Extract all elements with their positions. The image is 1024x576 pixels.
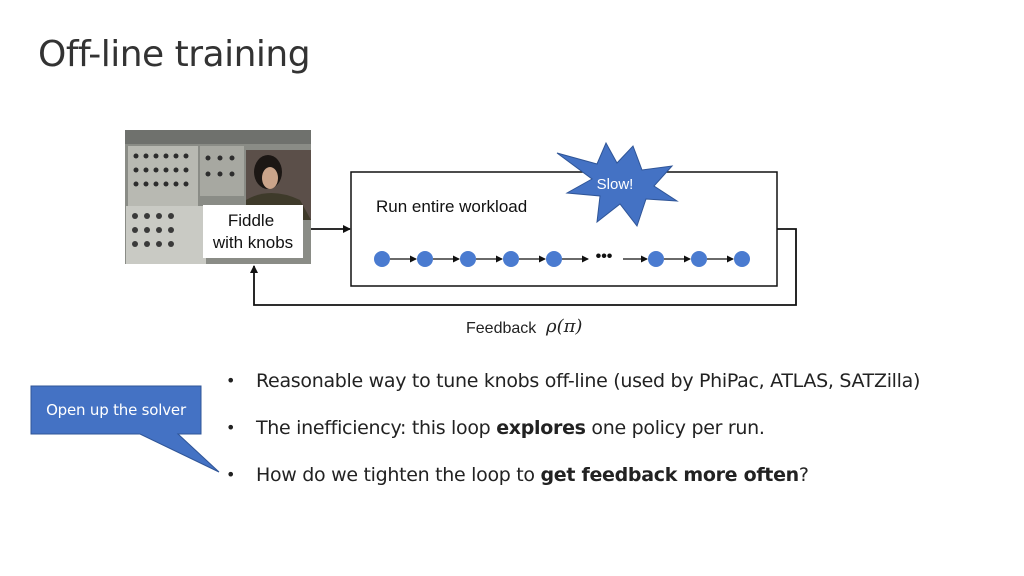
feedback-label: Feedback (466, 320, 537, 337)
workload-box (350, 171, 778, 287)
slide-title: Off-line training (38, 34, 311, 75)
workload-label: Run entire workload (376, 197, 527, 216)
policy-dot (374, 251, 390, 267)
policy-dot (546, 251, 562, 267)
bullet-glyph: • (226, 418, 236, 437)
chain-ellipsis: ••• (596, 248, 613, 265)
feedback-loop-arrow (250, 228, 797, 306)
feedback-formula: ρ(π) (546, 316, 583, 337)
policy-dot (734, 251, 750, 267)
photo-label-box (203, 205, 303, 258)
bullet-list: • Reasonable way to tune knobs off-line … (226, 368, 920, 509)
policy-dot (460, 251, 476, 267)
callout-bubble (30, 385, 220, 473)
bullet-item: • The inefficiency: this loop explores o… (226, 417, 765, 439)
policy-dot (648, 251, 664, 267)
bullet-glyph: • (226, 371, 236, 390)
policy-dot (691, 251, 707, 267)
photo-label-line2: with knobs (212, 233, 293, 252)
callout-text: Open up the solver (46, 401, 186, 419)
policy-dot (417, 251, 433, 267)
bullet-glyph: • (226, 465, 236, 484)
slow-starburst (556, 141, 679, 228)
policy-run-chain: ••• (374, 248, 750, 267)
policy-dot (503, 251, 519, 267)
slow-label: Slow! (597, 176, 634, 193)
photo-label-line1: Fiddle (228, 211, 274, 230)
bullet-item: • How do we tighten the loop to get feed… (226, 464, 809, 486)
bullet-item: • Reasonable way to tune knobs off-line … (226, 370, 921, 392)
